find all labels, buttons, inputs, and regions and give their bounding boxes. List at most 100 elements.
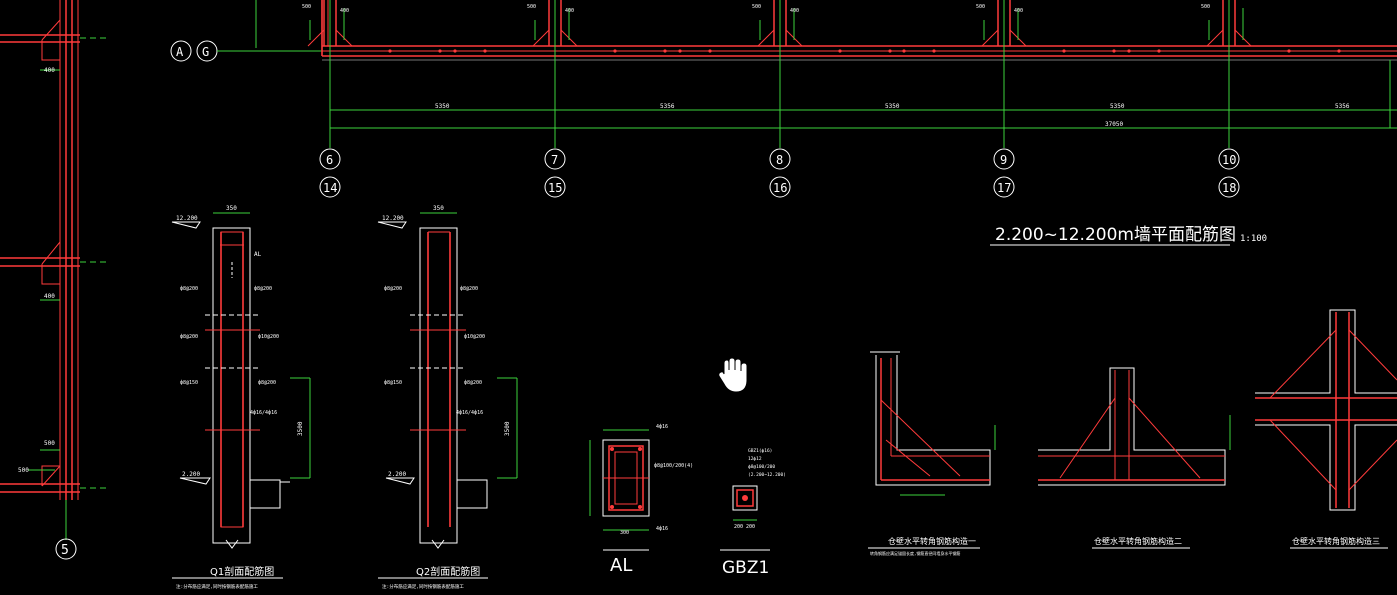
svg-text:4ф16/4ф16: 4ф16/4ф16 (456, 410, 483, 416)
corner-detail-3: 仓壁水平转角钢筋构造三 (1255, 309, 1397, 549)
plan-wall-junctions (307, 0, 1341, 60)
svg-text:5350: 5350 (435, 103, 450, 110)
svg-text:300: 300 (620, 530, 629, 536)
svg-text:6: 6 (326, 153, 333, 167)
top-dim-label: 400 (565, 8, 574, 14)
svg-text:ф8@100/200(4): ф8@100/200(4) (654, 463, 693, 469)
svg-text:9: 9 (1000, 153, 1007, 167)
axis-bubble-15: 15 (544, 176, 566, 198)
top-dim-label: 400 (1014, 8, 1023, 14)
rebar-dot (1157, 49, 1161, 53)
svg-text:ф8@200: ф8@200 (180, 286, 198, 292)
svg-text:5350: 5350 (1110, 103, 1125, 110)
section-q2: 350 12.200 2.200 3500 ф8@200 ф8@200 ф10@… (377, 205, 518, 590)
rebar-dot (902, 49, 906, 53)
svg-text:200: 200 (746, 524, 755, 530)
svg-text:G: G (202, 45, 209, 59)
svg-text:GBZ1(ф16): GBZ1(ф16) (748, 448, 772, 454)
rebar-dot (453, 49, 457, 53)
rebar-dot (708, 49, 712, 53)
left-wall-strip (0, 0, 110, 540)
axis-bubble-16: 16 (769, 176, 791, 198)
rebar-dot (483, 49, 487, 53)
left-dim-labels: 400 400 500 500 (18, 67, 55, 474)
svg-text:12ф12: 12ф12 (748, 456, 762, 462)
rebar-dot (1127, 49, 1131, 53)
svg-text:ф8@200: ф8@200 (180, 334, 198, 340)
axis-bubble-6: 6 (319, 148, 341, 170)
section-q1-title: Q1剖面配筋图 (210, 565, 274, 578)
total-dimension: 37050 (1105, 121, 1123, 128)
al-label: AL (610, 555, 632, 576)
svg-text:2.200: 2.200 (182, 471, 200, 478)
corner-detail-2-title: 仓壁水平转角钢筋构造二 (1094, 536, 1182, 546)
plan-title: 2.200~12.200m墙平面配筋图 1:100 (990, 225, 1267, 246)
svg-text:500: 500 (18, 467, 29, 474)
svg-text:3500: 3500 (504, 421, 511, 436)
rebar-dot (613, 49, 617, 53)
al-beam-detail: 300 4ф16 ф8@100/200(4) 4ф16 AL (589, 424, 693, 576)
axis-bubble-18: 18 (1218, 176, 1240, 198)
svg-text:转角钢筋应满足锚固长度,钢筋直径同墙身水平钢筋: 转角钢筋应满足锚固长度,钢筋直径同墙身水平钢筋 (870, 550, 960, 556)
section-q2-title: Q2剖面配筋图 (416, 565, 480, 578)
corner-detail-1: 仓壁水平转角钢筋构造一 转角钢筋应满足锚固长度,钢筋直径同墙身水平钢筋 (868, 351, 996, 556)
svg-text:400: 400 (44, 67, 55, 74)
svg-text:5356: 5356 (1335, 103, 1350, 110)
plan-junction (307, 0, 442, 60)
axis-bubble-5: 5 (55, 538, 77, 560)
svg-text:10: 10 (1222, 153, 1236, 167)
svg-text:ф10@200: ф10@200 (464, 334, 485, 340)
svg-text:2.200~12.200m墙平面配筋图: 2.200~12.200m墙平面配筋图 (995, 225, 1236, 245)
svg-text:ф10@200: ф10@200 (258, 334, 279, 340)
svg-text:ф8@200: ф8@200 (254, 286, 272, 292)
axis-bubble-9: 9 (993, 148, 1015, 170)
svg-text:8: 8 (776, 153, 783, 167)
svg-text:18: 18 (1222, 181, 1236, 195)
svg-text:7: 7 (551, 153, 558, 167)
corner-detail-2: 仓壁水平转角钢筋构造二 (1038, 367, 1231, 549)
axis-bubble-a: A (170, 40, 192, 62)
svg-text:注:分布筋应满足,同时按钢筋表配筋施工: 注:分布筋应满足,同时按钢筋表配筋施工 (176, 583, 258, 590)
rebar-dot (388, 49, 392, 53)
gbz1-label: GBZ1 (722, 558, 769, 578)
svg-text:5: 5 (61, 543, 69, 558)
svg-text:ф8@200: ф8@200 (460, 286, 478, 292)
svg-text:ф8@200: ф8@200 (258, 380, 276, 386)
svg-text:2.200: 2.200 (388, 471, 406, 478)
axis-bubbles-row: 6 14 7 15 8 16 9 17 10 18 (319, 148, 1240, 198)
svg-text:ф8@200: ф8@200 (464, 380, 482, 386)
svg-text:17: 17 (997, 181, 1011, 195)
top-dim-label: 500 (527, 4, 536, 10)
top-dim-label: 500 (752, 4, 761, 10)
plan-junction (902, 0, 1116, 60)
svg-text:14: 14 (323, 181, 337, 195)
rebar-dot (1287, 49, 1291, 53)
svg-text:A: A (176, 45, 184, 59)
svg-text:ф8@100/200: ф8@100/200 (748, 464, 775, 470)
top-dim-label: 400 (790, 8, 799, 14)
svg-text:12.200: 12.200 (382, 215, 404, 222)
svg-text:ф8@150: ф8@150 (384, 380, 402, 386)
rebar-dot (1337, 49, 1341, 53)
plan-dimension-lines (329, 60, 1397, 148)
axis-bubble-g: G (196, 40, 218, 62)
svg-text:200: 200 (734, 524, 743, 530)
gbz1-column-detail: 200 200 GBZ1(ф16) 12ф12 ф8@100/200 (2.20… (720, 448, 786, 578)
svg-text:4ф16: 4ф16 (656, 424, 668, 430)
svg-text:5356: 5356 (660, 103, 675, 110)
rebar-dot (888, 49, 892, 53)
axis-bubble-17: 17 (993, 176, 1015, 198)
svg-text:ф8@150: ф8@150 (180, 380, 198, 386)
svg-text:350: 350 (433, 205, 444, 212)
svg-text:15: 15 (548, 181, 562, 195)
svg-text:3500: 3500 (297, 421, 304, 436)
axis-bubble-8: 8 (769, 148, 791, 170)
plan-junction (1127, 0, 1341, 60)
rebar-dot (678, 49, 682, 53)
svg-text:12.200: 12.200 (176, 215, 198, 222)
top-dim-label: 400 (340, 8, 349, 14)
svg-text:16: 16 (773, 181, 787, 195)
plan-junction (453, 0, 667, 60)
